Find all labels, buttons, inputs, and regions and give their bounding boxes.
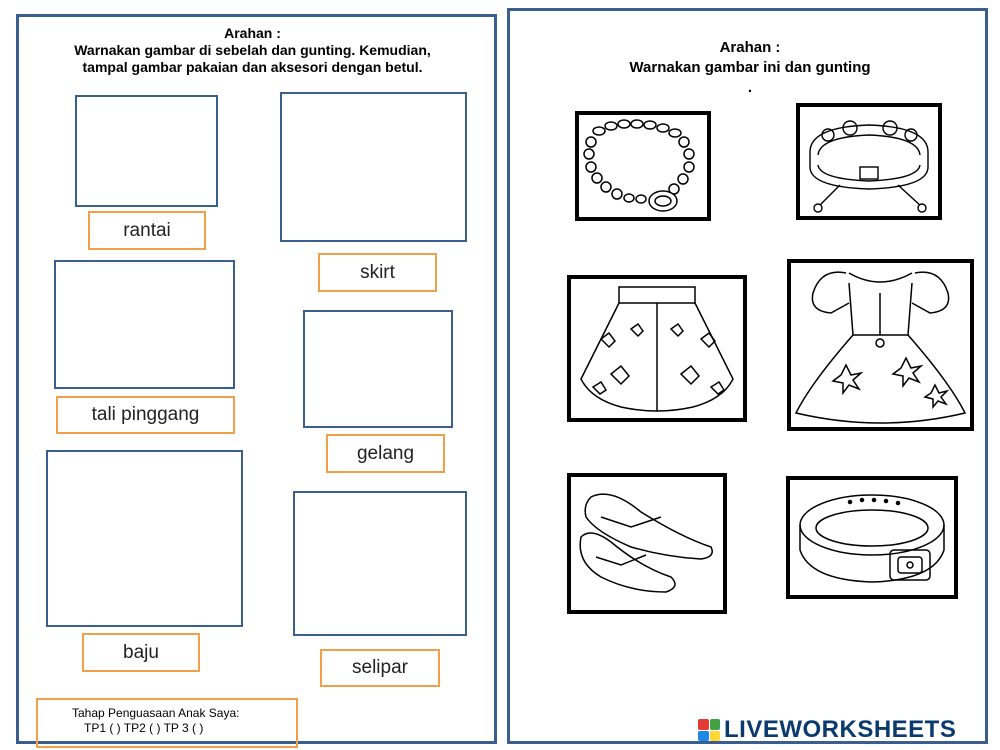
liveworksheets-logo-icon xyxy=(698,719,720,741)
mastery-title: Tahap Penguasaan Anak Saya: xyxy=(72,706,240,720)
skirt-picture[interactable] xyxy=(567,275,747,422)
drop-box-skirt[interactable] xyxy=(280,92,467,242)
necklace-icon xyxy=(583,119,695,212)
left-instruction-title: Arahan : xyxy=(224,25,281,41)
drop-box-baju[interactable] xyxy=(46,450,243,627)
dress-picture[interactable] xyxy=(787,259,974,431)
liveworksheets-logo: LIVEWORKSHEETS xyxy=(698,715,956,745)
bracelet-picture[interactable] xyxy=(796,103,942,220)
label-tali-pinggang: tali pinggang xyxy=(56,396,235,434)
mastery-level-box: Tahap Penguasaan Anak Saya: TP1 ( ) TP2 … xyxy=(36,698,298,748)
liveworksheets-brand-name: LIVEWORKSHEETS xyxy=(724,716,957,743)
drop-box-gelang[interactable] xyxy=(303,310,453,428)
label-rantai: rantai xyxy=(88,211,206,250)
drop-box-rantai[interactable] xyxy=(75,95,218,207)
necklace-picture[interactable] xyxy=(575,111,711,221)
right-instruction-title: Arahan : xyxy=(719,39,781,56)
slippers-picture[interactable] xyxy=(567,473,727,614)
label-gelang: gelang xyxy=(326,434,445,473)
dress-icon xyxy=(794,271,967,424)
right-instructions: Arahan : Warnakan gambar ini dan gunting… xyxy=(530,38,970,98)
belt-picture[interactable] xyxy=(786,476,958,599)
label-selipar: selipar xyxy=(320,649,440,687)
label-skirt: skirt xyxy=(318,253,437,292)
mastery-levels: TP1 ( ) TP2 ( ) TP 3 ( ) xyxy=(84,721,204,735)
right-instruction-line1: Warnakan gambar ini dan gunting xyxy=(629,59,871,76)
skirt-icon xyxy=(580,286,734,412)
left-instructions: Arahan : Warnakan gambar di sebelah dan … xyxy=(20,25,485,76)
right-instruction-line2: . xyxy=(747,79,753,96)
bracelet-icon xyxy=(809,120,929,213)
label-baju: baju xyxy=(82,633,200,672)
drop-box-tali-pinggang[interactable] xyxy=(54,260,235,389)
left-instruction-line1: Warnakan gambar di sebelah dan gunting. … xyxy=(74,42,431,58)
belt-icon xyxy=(799,494,945,583)
drop-box-selipar[interactable] xyxy=(293,491,467,636)
left-instruction-line2: tampal gambar pakaian dan aksesori denga… xyxy=(82,59,423,75)
slipper-icon xyxy=(579,493,713,593)
